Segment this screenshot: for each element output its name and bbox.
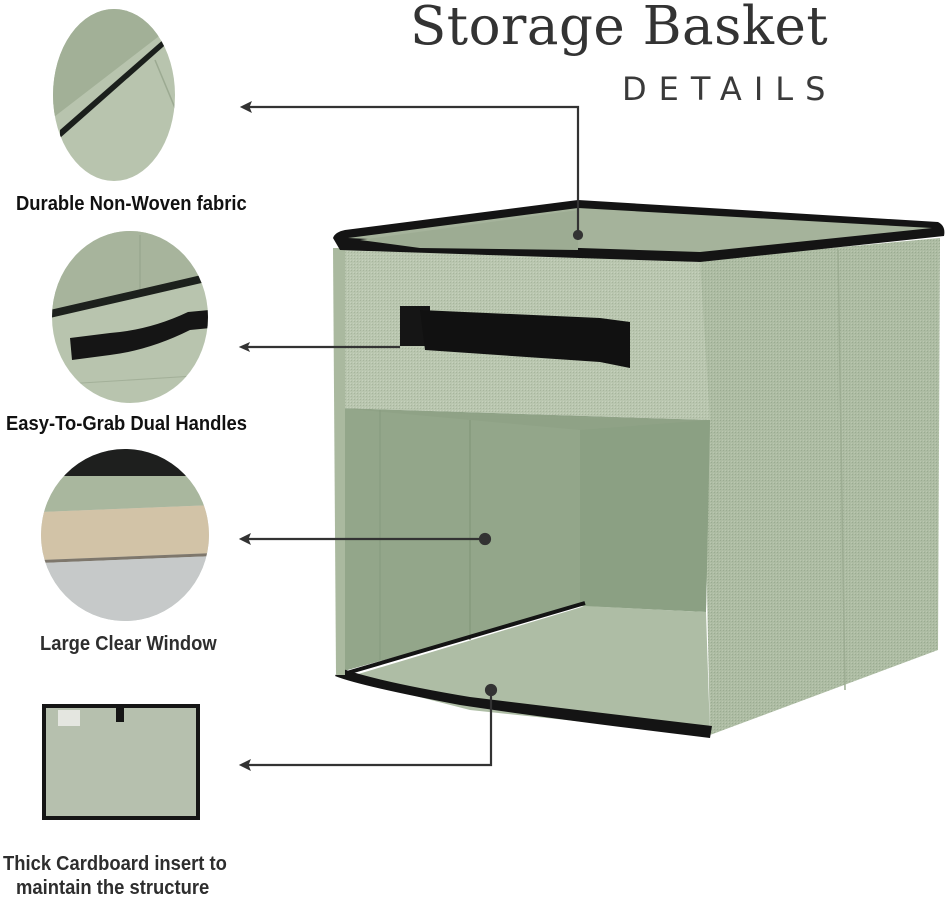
- basket-handle: [400, 306, 630, 368]
- feature-label-insert-line1: Thick Cardboard insert to: [3, 853, 227, 875]
- feature-label-fabric: Durable Non-Woven fabric: [16, 193, 247, 215]
- page-subtitle: DETAILS: [622, 70, 838, 108]
- fabric-closeup-icon: [53, 9, 175, 181]
- window-contents-closeup-icon: [41, 449, 209, 621]
- page-title: Storage Basket: [410, 0, 829, 57]
- feature-label-insert-line2: maintain the structure: [16, 877, 210, 899]
- feature-label-window: Large Clear Window: [40, 633, 217, 655]
- feature-label-handles: Easy-To-Grab Dual Handles: [6, 413, 247, 435]
- storage-basket-image: [333, 200, 945, 738]
- cardboard-insert-icon: [42, 704, 200, 820]
- handle-closeup-icon: [52, 231, 208, 403]
- connector-lines: [238, 100, 584, 772]
